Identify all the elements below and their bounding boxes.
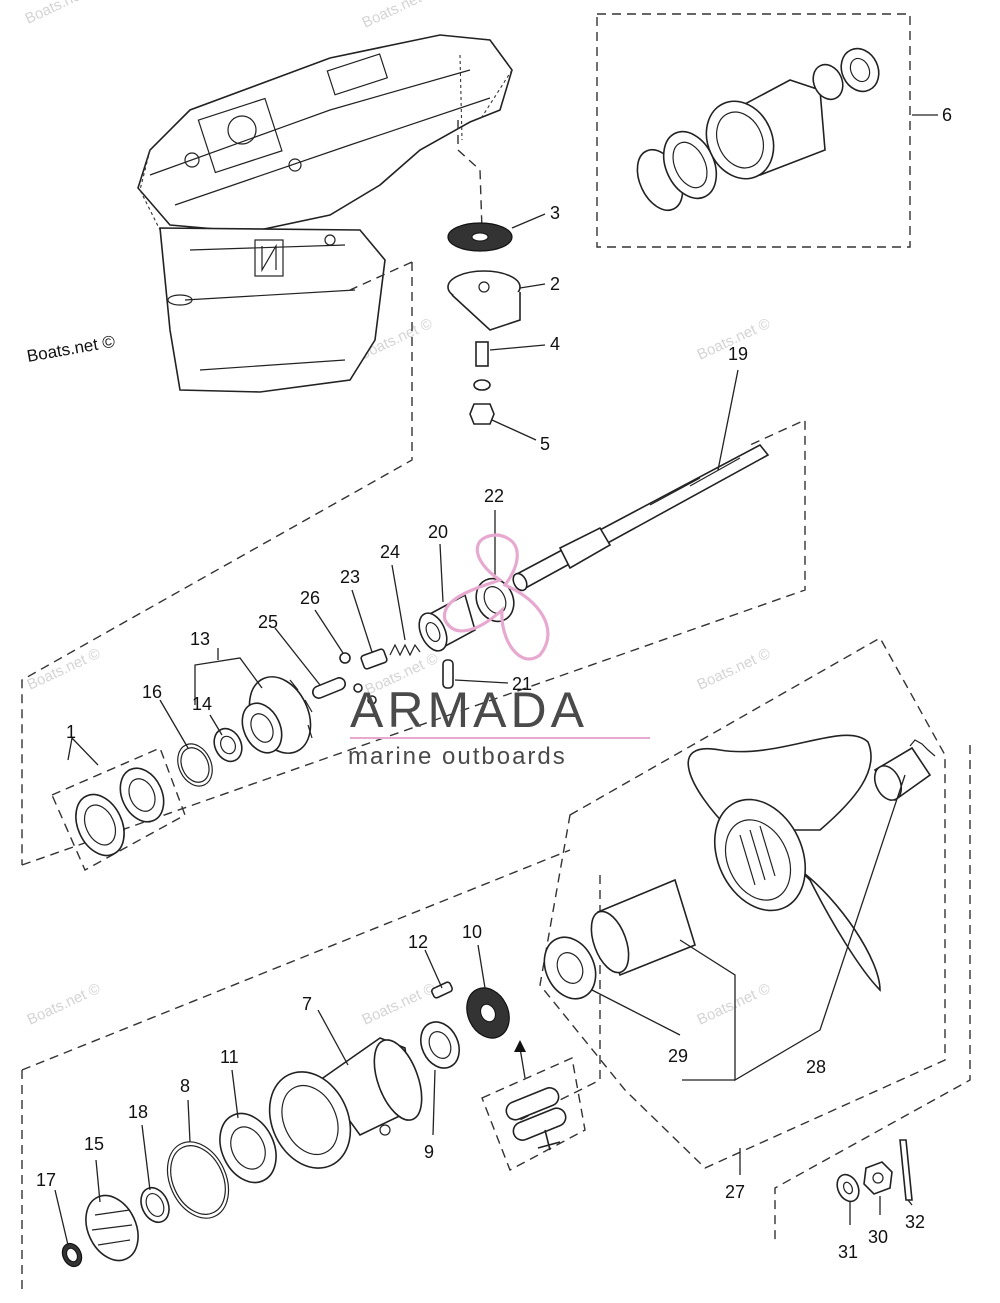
bearing-group-1 xyxy=(75,767,165,857)
special-tool xyxy=(505,1040,567,1151)
callout-line-14 xyxy=(209,714,223,736)
copyright-text: Boats.net © xyxy=(25,332,116,366)
callout-line-16 xyxy=(159,699,189,749)
callout-22: 22 xyxy=(484,486,504,506)
callout-5: 5 xyxy=(540,434,550,454)
callout-28: 28 xyxy=(806,1057,826,1077)
watermark: Boats.net © xyxy=(25,980,103,1029)
callout-26: 26 xyxy=(300,588,320,608)
callout-line-10 xyxy=(477,944,486,989)
callout-line-23 xyxy=(351,589,373,653)
nut xyxy=(469,403,495,425)
callout-line-24 xyxy=(391,564,406,641)
callout-line-11 xyxy=(231,1069,239,1119)
assembly-box-6 xyxy=(596,13,911,248)
callout-31: 31 xyxy=(838,1242,858,1262)
cross-pin xyxy=(442,659,454,689)
watermark: Boats.net © xyxy=(695,645,773,694)
propeller-shaft xyxy=(512,443,770,592)
callout-25: 25 xyxy=(258,612,278,632)
callout-15: 15 xyxy=(84,1134,104,1154)
stud-bolt xyxy=(475,341,489,367)
housing-to-pump-line xyxy=(457,120,483,231)
callout-21: 21 xyxy=(512,674,532,694)
callout-line-29 xyxy=(591,989,681,1036)
callout-17: 17 xyxy=(36,1170,56,1190)
tool-inset-box xyxy=(481,1056,586,1171)
callout-1: 1 xyxy=(66,722,76,742)
watermark: Boats.net © xyxy=(23,0,101,28)
callout-bracket-13 xyxy=(194,648,263,705)
propeller-hardware xyxy=(836,1139,913,1203)
watermark: Boats.net © xyxy=(25,645,103,694)
callout-10: 10 xyxy=(462,922,482,942)
callout-4: 4 xyxy=(550,334,560,354)
callout-6: 6 xyxy=(942,105,952,125)
watermark: Boats.net © xyxy=(695,980,773,1029)
shift-plunger-group xyxy=(312,643,421,705)
callout-11: 11 xyxy=(220,1047,239,1067)
callout-20: 20 xyxy=(428,522,448,542)
spacer-and-bush xyxy=(543,739,936,1000)
callout-29: 29 xyxy=(668,1046,688,1066)
callout-bracket-1 xyxy=(67,736,99,766)
callout-line-7 xyxy=(317,1009,349,1066)
callout-line-18 xyxy=(141,1124,151,1191)
logo-propeller-icon xyxy=(442,533,550,661)
callout-line-8 xyxy=(187,1099,191,1143)
watermark: Boats.net © xyxy=(360,0,438,32)
callout-line-32 xyxy=(907,1199,913,1206)
callout-3: 3 xyxy=(550,203,560,223)
dog-clutch-group xyxy=(418,577,515,652)
propeller xyxy=(687,734,881,992)
callout-16: 16 xyxy=(142,682,162,702)
watermark: Boats.net © xyxy=(360,980,438,1029)
callout-bracket-28 xyxy=(679,774,906,1082)
callout-line-17 xyxy=(54,1189,69,1246)
callout-line-15 xyxy=(95,1159,101,1203)
callout-18: 18 xyxy=(128,1102,148,1122)
callout-2: 2 xyxy=(550,274,560,294)
assembly-box-middle xyxy=(21,261,806,866)
callout-8: 8 xyxy=(180,1076,190,1096)
armada-logo: ARMADA marine outboards xyxy=(348,533,650,770)
lower-casing-assembly-top xyxy=(636,47,880,212)
reverse-gear-group xyxy=(177,676,313,787)
hardware-box xyxy=(774,745,971,1240)
forward-gear-group xyxy=(61,1112,277,1268)
callout-line-25 xyxy=(274,627,321,686)
callout-24: 24 xyxy=(380,542,400,562)
callout-7: 7 xyxy=(302,994,312,1014)
callout-line-12 xyxy=(424,949,443,989)
callout-12: 12 xyxy=(408,932,428,952)
callout-line-21 xyxy=(454,679,509,684)
callout-27: 27 xyxy=(725,1182,745,1202)
callout-19: 19 xyxy=(728,344,748,364)
assembly-box-27 xyxy=(539,637,946,1169)
callout-line-9 xyxy=(432,1069,436,1136)
callout-13: 13 xyxy=(190,629,210,649)
callout-line-5 xyxy=(491,419,537,441)
gearcase-housing xyxy=(137,34,513,393)
callout-14: 14 xyxy=(192,694,212,714)
callout-line-20 xyxy=(439,543,444,603)
assembly-box-1 xyxy=(51,747,186,871)
callout-line-4 xyxy=(489,344,546,351)
callout-23: 23 xyxy=(340,567,360,587)
callout-32: 32 xyxy=(905,1212,925,1232)
logo-tagline: marine outboards xyxy=(348,743,567,770)
lower-casing xyxy=(268,1037,423,1169)
logo-brand-text: ARMADA xyxy=(350,682,588,738)
callout-line-3 xyxy=(511,213,546,229)
callout-line-19 xyxy=(717,369,739,471)
callout-30: 30 xyxy=(868,1227,888,1247)
callout-9: 9 xyxy=(424,1142,434,1162)
water-pump-parts xyxy=(447,222,521,425)
callout-line-2 xyxy=(519,283,546,289)
oil-seal-group xyxy=(419,981,510,1069)
washer xyxy=(473,379,491,391)
callout-line-26 xyxy=(314,609,344,654)
